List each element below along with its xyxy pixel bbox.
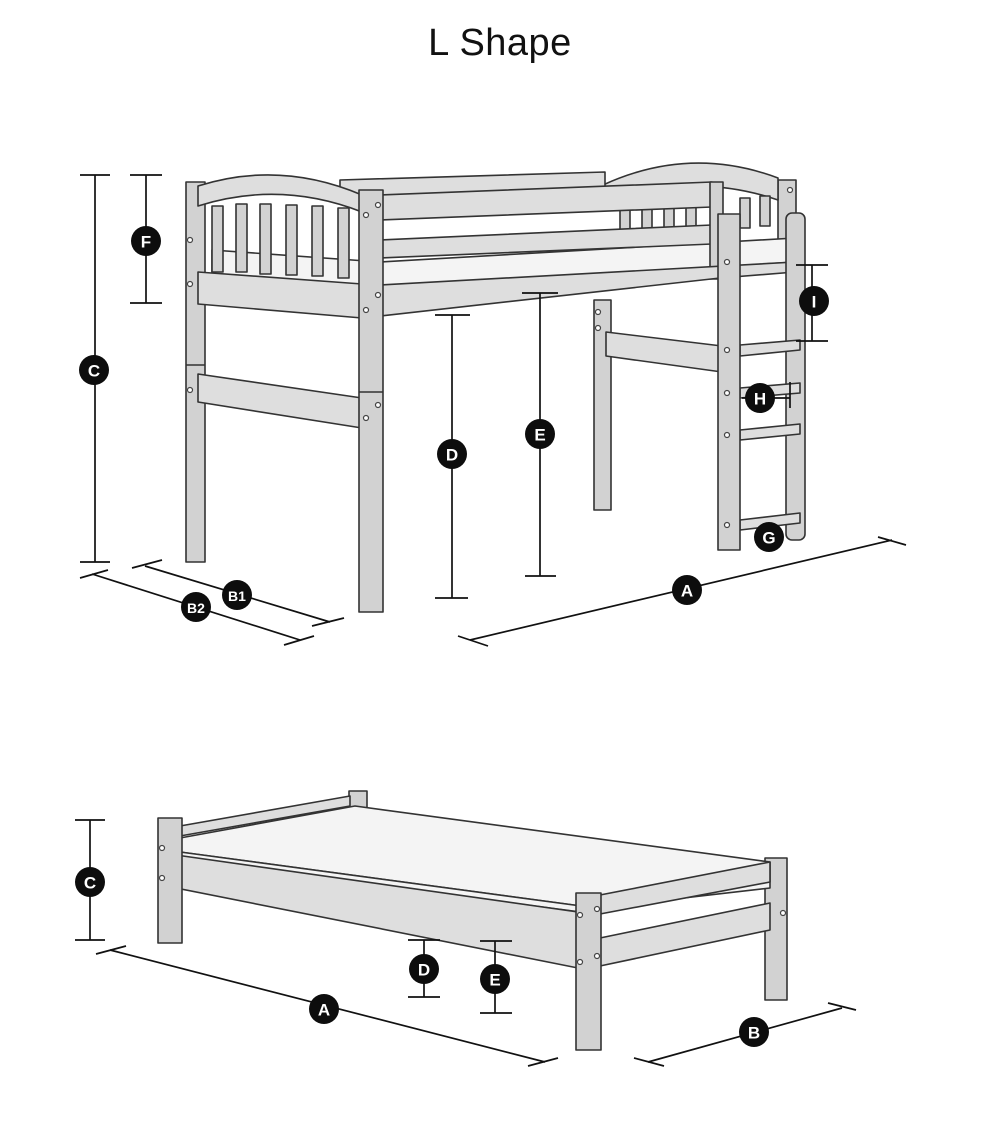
front-right-post (358, 189, 384, 613)
svg-text:E: E (489, 971, 500, 990)
badge-loft-b2: B2 (181, 592, 211, 622)
svg-text:B1: B1 (228, 588, 246, 604)
badge-loft-i: I (799, 286, 829, 316)
svg-text:H: H (754, 390, 766, 409)
svg-text:F: F (141, 233, 151, 252)
svg-text:D: D (418, 961, 430, 980)
badge-loft-c: C (79, 355, 109, 385)
svg-text:E: E (534, 426, 545, 445)
twin-footboard-bottom-rail (599, 902, 771, 967)
diagram-title: L Shape (428, 22, 572, 64)
loft-dimension-badges: C F D E I H G A B1 B2 (79, 226, 829, 622)
front-lower-crossbar (197, 373, 363, 429)
loft-bed-drawing (185, 162, 806, 613)
svg-text:A: A (318, 1001, 330, 1020)
badge-twin-c: C (75, 867, 105, 897)
badge-loft-g: G (754, 522, 784, 552)
svg-text:B2: B2 (187, 600, 205, 616)
svg-text:C: C (88, 362, 100, 381)
front-headboard-slats (211, 203, 350, 279)
ladder-rear-rail (785, 212, 806, 541)
badge-loft-b1: B1 (222, 580, 252, 610)
svg-text:G: G (762, 529, 775, 548)
badge-twin-d: D (409, 954, 439, 984)
twin-bed-drawing (157, 790, 788, 1051)
badge-twin-e: E (480, 964, 510, 994)
svg-text:B: B (748, 1024, 760, 1043)
badge-loft-h: H (745, 383, 775, 413)
badge-loft-e: E (525, 419, 555, 449)
svg-text:A: A (681, 582, 693, 601)
badge-twin-b: B (739, 1017, 769, 1047)
twin-dimension-badges: C D E A B (75, 867, 769, 1047)
svg-text:I: I (812, 293, 817, 312)
twin-bolt-holes (158, 844, 787, 966)
svg-text:D: D (446, 446, 458, 465)
badge-twin-a: A (309, 994, 339, 1024)
ladder-front-rail (717, 213, 741, 551)
bolt-holes (186, 186, 794, 529)
twin-front-right-post (575, 892, 602, 1051)
badge-loft-d: D (437, 439, 467, 469)
badge-loft-a: A (672, 575, 702, 605)
svg-text:C: C (84, 874, 96, 893)
back-lower-crossbar (605, 331, 723, 373)
badge-loft-f: F (131, 226, 161, 256)
